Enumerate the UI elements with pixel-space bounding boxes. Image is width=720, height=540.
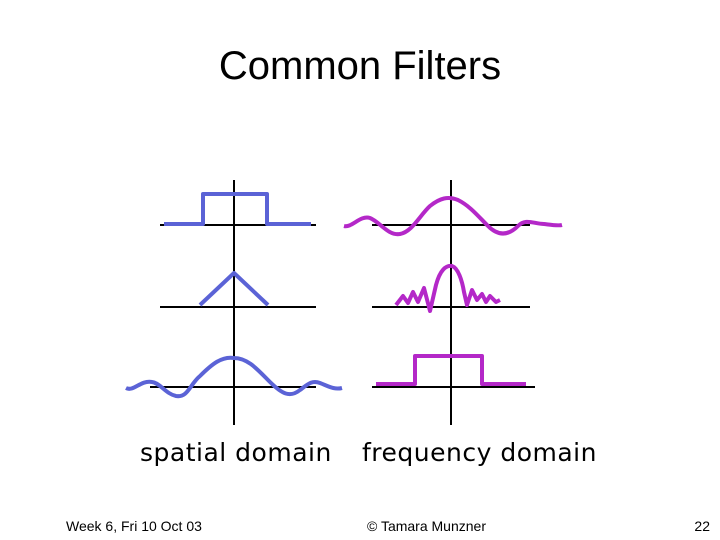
spatial-box-filter — [164, 192, 311, 226]
footer-copyright: © Tamara Munzner — [367, 518, 486, 534]
frequency-axes — [372, 180, 535, 425]
spatial-axes — [150, 180, 316, 425]
frequency-domain-caption: frequency domain — [362, 438, 597, 467]
frequency-box-filter — [376, 354, 526, 386]
slide-title: Common Filters — [218, 44, 502, 88]
spatial-sinc-filter — [125, 355, 343, 399]
spatial-domain-caption: spatial domain — [140, 438, 332, 467]
footer-date: Week 6, Fri 10 Oct 03 — [66, 518, 202, 534]
frequency-sinc-squared-filter — [394, 263, 501, 313]
frequency-sinc-filter — [343, 196, 563, 237]
spatial-tent-filter — [198, 271, 270, 307]
footer-page-number: 22 — [694, 518, 710, 534]
